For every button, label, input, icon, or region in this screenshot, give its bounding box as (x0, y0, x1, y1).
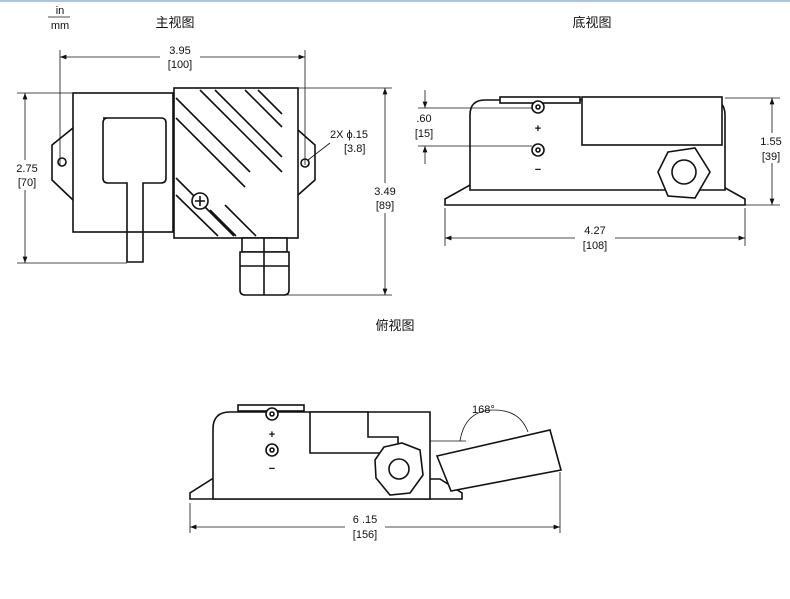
top-view-title: 俯视图 (375, 318, 414, 333)
bottom-width-in: 4.27 (584, 225, 605, 237)
front-height-mm: [70] (18, 177, 36, 189)
front-height-in: 2.75 (16, 163, 37, 175)
front-total-height-mm: [89] (376, 200, 394, 212)
bottom-view: 底视图 + − .60 [15] 1.55 [39] 4.27 [108] (415, 15, 787, 252)
unit-mm: mm (51, 20, 69, 32)
top-width-in: 6 .15 (353, 514, 377, 526)
units-legend: in mm (48, 5, 70, 32)
top-width-mm: [156] (353, 529, 377, 541)
top-minus-sign: − (269, 463, 275, 475)
front-total-height-in: 3.49 (374, 186, 395, 198)
hole-mm: [3.8] (344, 143, 365, 155)
bottom-offset-in: .60 (416, 113, 431, 125)
bottom-width-mm: [108] (583, 240, 607, 252)
hole-label: 2X ϕ.15 (330, 129, 368, 141)
front-width-in: 3.95 (169, 45, 190, 57)
top-plus-sign: + (269, 429, 275, 441)
bottom-view-title: 底视图 (572, 15, 611, 30)
bottom-height-in: 1.55 (760, 136, 781, 148)
angle-label: 168° (472, 404, 495, 416)
bottom-height-mm: [39] (762, 151, 780, 163)
plus-sign: + (535, 123, 541, 135)
top-view: 俯视图 + − 168° 6 .15 [156] (189, 318, 563, 541)
minus-sign: − (535, 164, 541, 176)
front-view-title: 主视图 (155, 15, 194, 30)
front-view: 主视图 3.95 [100] (12, 15, 400, 296)
bottom-offset-mm: [15] (415, 128, 433, 140)
header-rule (0, 0, 790, 2)
front-width-mm: [100] (168, 59, 192, 71)
unit-in: in (56, 5, 65, 17)
